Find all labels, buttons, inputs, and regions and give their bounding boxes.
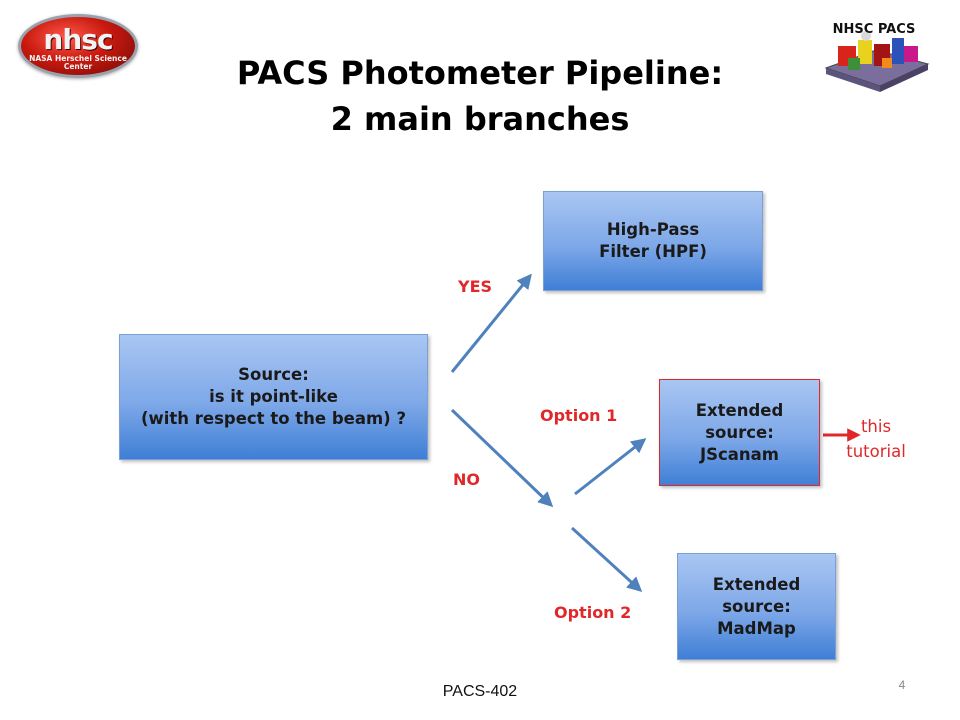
slide-title-line-2: 2 main branches	[330, 100, 630, 138]
footer-code: PACS-402	[442, 683, 518, 700]
arrow-no	[450, 408, 554, 508]
nhsc-logo-wordmark: nhsc	[43, 23, 113, 56]
page-number: 4	[898, 678, 906, 692]
slide-title: PACS Photometer Pipeline: 2 main branche…	[0, 50, 960, 142]
nhsc-logo: nhsc NASA Herschel Science Center	[18, 14, 138, 78]
arrow-option-1	[574, 438, 647, 496]
arrow-yes	[450, 273, 532, 373]
label-no: NO	[453, 470, 480, 489]
source-decision-text: Source: is it point-like (with respect t…	[140, 365, 407, 428]
label-option-2: Option 2	[554, 603, 632, 622]
madmap-text: Extended source: MadMap	[712, 574, 801, 638]
madmap-box: Extended source: MadMap	[677, 553, 836, 660]
label-yes: YES	[458, 277, 493, 296]
hpf-text: High-Pass Filter (HPF)	[599, 220, 707, 261]
arrow-option-2	[570, 526, 643, 593]
pacs-logo-label: NHSC PACS	[832, 22, 916, 37]
label-this-tutorial: this tutorial	[846, 417, 906, 461]
jscanam-box: Extended source: JScanam	[659, 379, 820, 486]
hpf-box: High-Pass Filter (HPF)	[543, 191, 763, 291]
slide-title-line-1: PACS Photometer Pipeline:	[236, 54, 724, 92]
jscanam-text: Extended source: JScanam	[695, 400, 784, 464]
label-option-1: Option 1	[540, 406, 618, 425]
source-decision-box: Source: is it point-like (with respect t…	[119, 334, 428, 460]
pacs-instrument-logo	[824, 31, 930, 92]
nhsc-logo-subtitle: NASA Herschel Science Center	[29, 54, 127, 71]
